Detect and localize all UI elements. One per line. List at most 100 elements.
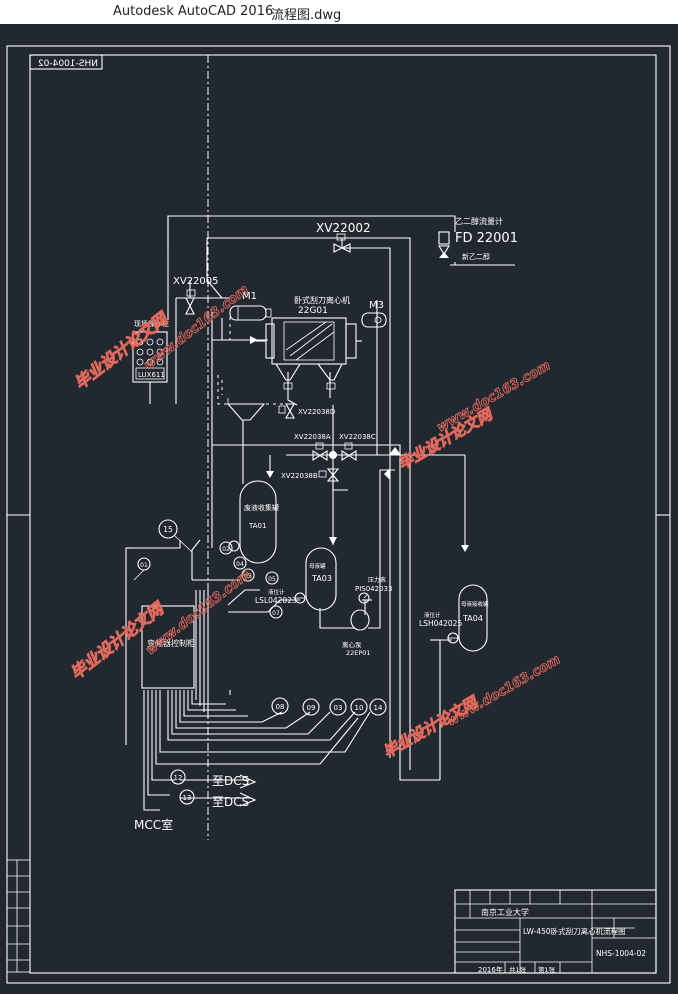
- tank-ta01[interactable]: 废液收集罐 TA01: [239, 480, 279, 564]
- flowmeter-fd22001[interactable]: 乙二醇流量计 FD 22001 新乙二醇: [438, 216, 518, 261]
- bubble: 13: [179, 789, 195, 805]
- tank-tag: TA03: [311, 574, 332, 583]
- sheet-count: 共1张: [509, 965, 527, 974]
- vfd-cabinet[interactable]: 变频器控制柜: [141, 605, 195, 689]
- panel-label: LUX611: [138, 371, 165, 379]
- bubble: 03: [241, 568, 255, 582]
- panel-name: 现场操作柱: [134, 319, 169, 328]
- valve-label: XV22038B: [281, 472, 318, 480]
- junction-node: [329, 451, 337, 459]
- valve-xv22038d[interactable]: XV22038D: [278, 403, 335, 419]
- code-mirrored: NHS-1004-02: [38, 59, 98, 69]
- instrument-name: 液位计: [424, 611, 441, 619]
- valve-xv22038a[interactable]: XV22038A: [294, 433, 331, 462]
- svg-text:15: 15: [163, 525, 173, 534]
- instrument-tag: LSH042025: [419, 619, 462, 628]
- bubble: 12: [170, 769, 186, 785]
- svg-text:03: 03: [244, 573, 252, 580]
- university: 南京工业大学: [481, 907, 529, 917]
- flow-arrow-icon: [384, 468, 390, 480]
- valve-xv22038b[interactable]: XV22038B: [281, 468, 340, 482]
- drawing-name: LW-450卧式刮刀离心机流程图: [523, 926, 626, 936]
- bubble: 02: [219, 541, 233, 555]
- centrifuge-tag: 22G01: [298, 306, 328, 316]
- revision-table: [6, 859, 31, 973]
- svg-text:07: 07: [272, 610, 280, 617]
- field-control-panel[interactable]: 现场操作柱 LUX611: [132, 319, 169, 404]
- page-number: 第1张: [538, 965, 556, 974]
- app-title: Autodesk AutoCAD 2016: [113, 4, 274, 19]
- cabinet-label: 变频器控制柜: [147, 638, 195, 648]
- svg-text:04: 04: [236, 561, 244, 568]
- title-block: 南京工业大学 LW-450卧式刮刀离心机流程图 NHS-1004-02 2016…: [454, 889, 657, 974]
- bubble: 14: [369, 698, 387, 716]
- motor-m1[interactable]: M1: [229, 291, 272, 321]
- pump-name: 离心泵: [342, 640, 362, 649]
- svg-text:01: 01: [140, 562, 148, 569]
- svg-text:12: 12: [174, 774, 183, 782]
- svg-text:09: 09: [307, 704, 316, 712]
- bubble: 05: [265, 571, 279, 585]
- watermark: 毕业设计论文网 www.doc163.com 毕业设计论文网 www.doc16…: [66, 282, 563, 762]
- svg-text:02: 02: [222, 546, 230, 553]
- sensor-icon: [228, 540, 240, 552]
- level-switch-lsh042025[interactable]: 液位计 LSH042025: [419, 611, 462, 644]
- valve-label: XV22005: [173, 276, 219, 287]
- drawing-date: 2016年: [478, 965, 503, 974]
- level-switch-lsl042023[interactable]: 液位计 LSL042023: [255, 588, 306, 605]
- flowmeter-title: 乙二醇流量计: [455, 216, 503, 226]
- valve-label: XV22038A: [294, 433, 331, 441]
- instrument-name: 液位计: [268, 588, 285, 596]
- bubble: 03: [329, 698, 347, 716]
- svg-text:03: 03: [334, 704, 343, 712]
- flow-arrow-icon: [461, 545, 469, 552]
- tank-name: 废液收集罐: [244, 503, 279, 512]
- svg-text:www.doc163.com: www.doc163.com: [435, 358, 554, 435]
- bubble: 08: [271, 697, 289, 715]
- flowmeter-tag: FD 22001: [455, 231, 518, 246]
- pump-tag: 22EP01: [346, 649, 371, 657]
- hopper: [226, 398, 266, 421]
- motor-label: M3: [369, 300, 384, 311]
- motor-m3[interactable]: M3: [361, 300, 387, 328]
- bubble: 04: [233, 556, 247, 570]
- centrifuge-22g01[interactable]: 卧式刮刀离心机 22G01: [256, 295, 362, 390]
- window-titlebar: Autodesk AutoCAD 2016 流程图.dwg: [0, 0, 678, 24]
- valve-xv22038c[interactable]: XV22038C: [339, 433, 376, 462]
- mcc-label: MCC室: [134, 817, 173, 832]
- file-name: 流程图.dwg: [271, 8, 342, 23]
- bubble: 07: [269, 605, 283, 619]
- svg-text:10: 10: [355, 704, 364, 712]
- tank-name: 母液接收罐: [461, 600, 489, 608]
- tank-ta04[interactable]: 母液接收罐 TA04: [458, 584, 489, 652]
- process-lines: [125, 215, 515, 811]
- flow-arrow-icon: [250, 336, 258, 344]
- wire-tags: 15 01 02 04 03 05 07 08 09 03 10 14 12 1…: [133, 519, 387, 805]
- tank-name: 母液罐: [309, 562, 326, 570]
- code-box: NHS-1004-02: [29, 54, 103, 70]
- tank-tag: TA01: [248, 522, 266, 530]
- bubble: 09: [302, 698, 320, 716]
- instrument-name: 压力表: [368, 576, 386, 584]
- valve-xv22005[interactable]: XV22005: [173, 276, 219, 315]
- cad-drawing[interactable]: NHS-1004-02: [0, 24, 678, 994]
- svg-text:05: 05: [268, 576, 276, 583]
- valve-label: XV22038D: [298, 408, 335, 416]
- valve-xv22002[interactable]: XV22002: [316, 221, 371, 253]
- dashed-lines: [207, 55, 290, 840]
- tank-ta03[interactable]: 母液罐 TA03: [305, 547, 337, 611]
- svg-text:14: 14: [374, 704, 383, 712]
- instrument-tag: PIS042033: [355, 585, 392, 593]
- valve-label: XV22002: [316, 221, 371, 235]
- pressure-gauge-pis042033[interactable]: 压力表 PIS042033: [355, 576, 392, 604]
- flow-arrow-icon: [389, 447, 401, 455]
- flow-arrow-icon: [329, 537, 337, 545]
- flow-arrow-icon: [266, 471, 274, 478]
- motor-label: M1: [242, 291, 257, 302]
- drawing-canvas[interactable]: NHS-1004-02: [0, 24, 678, 994]
- centrifuge-name: 卧式刮刀离心机: [294, 295, 350, 305]
- bubble: 10: [350, 698, 368, 716]
- dcs-label: 至DCS: [212, 795, 249, 809]
- pump-22ep01[interactable]: 离心泵 22EP01: [342, 609, 371, 657]
- bubble: 15: [158, 519, 178, 539]
